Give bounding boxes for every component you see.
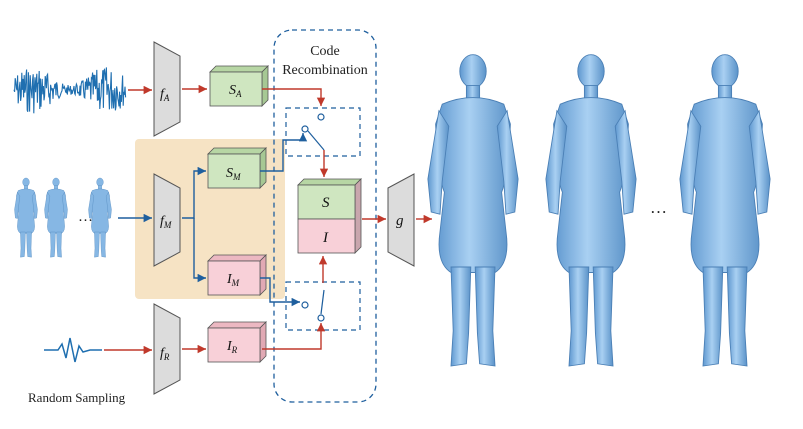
svg-text:SA: SA [229,83,242,99]
svg-text:IM: IM [226,272,240,288]
code-recombination-title-line1: Code [310,44,340,59]
decoder-symbol: g [396,213,404,229]
identity-switch [285,281,361,331]
generated-motion-results [427,54,771,367]
code-style-audio-symbol: S [229,83,236,98]
encoder-motion-subscript: M [163,220,172,230]
code-identity-motion: IM [207,254,267,296]
code-style-audio-subscript: A [235,89,242,99]
encoder-random-subscript: R [163,352,170,362]
code-style-audio: SA [209,65,269,107]
combined-style-symbol: S [322,195,330,211]
code-identity-random: IR [207,321,267,363]
code-recombination-region [273,29,377,403]
code-identity-motion-subscript: M [231,278,240,288]
code-identity-random-symbol: I [226,339,233,354]
decoder: g [387,173,415,267]
code-recombination-title-line2: Recombination [282,63,368,78]
code-style-motion-subscript: M [232,172,241,182]
svg-text:IR: IR [226,339,238,355]
ellipsis-left: … [78,209,93,225]
random-sampling-label: Random Sampling [28,390,126,405]
svg-text:fA: fA [160,87,170,103]
style-switch [285,107,361,157]
code-style-motion-symbol: S [226,166,233,181]
svg-text:fM: fM [160,214,172,230]
encoder-random-symbol: f [160,346,166,361]
code-style-motion: SM [207,147,267,189]
code-identity-random-subscript: R [231,345,238,355]
encoder-motion: fM [153,173,181,267]
code-identity-motion-symbol: I [226,272,233,287]
encoder-audio-subscript: A [163,93,170,103]
encoder-motion-symbol: f [160,214,166,229]
arrows [104,84,432,355]
svg-text:SM: SM [226,166,241,182]
svg-text:fR: fR [160,346,170,362]
motion-sequence-thumbnails [14,177,112,258]
encoder-audio: fA [153,41,181,137]
random-noise-wave [44,337,102,363]
combined-code-box: S I [297,178,362,254]
encoder-random: fR [153,303,181,395]
audio-waveform [13,67,127,114]
encoder-audio-symbol: f [160,87,166,102]
combined-identity-symbol: I [322,230,329,246]
ellipsis-right: … [650,198,667,217]
